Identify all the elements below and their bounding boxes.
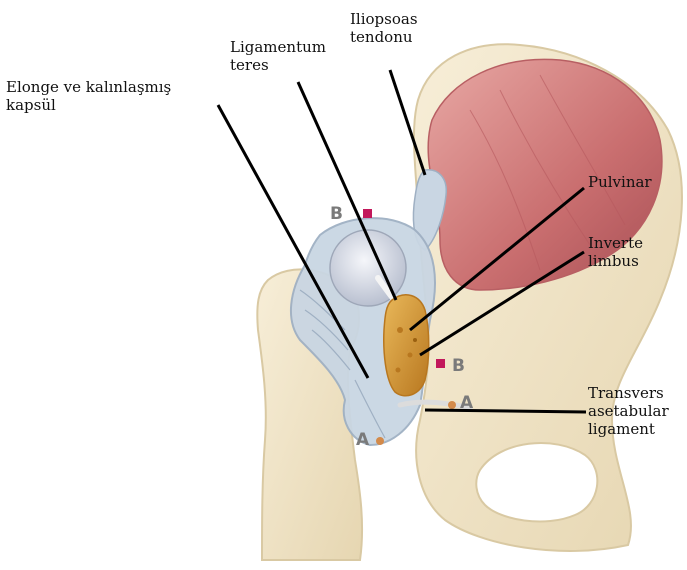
marker-a-left-dot [376,437,384,445]
label-transvers-ligament: Transvers asetabular ligament [588,384,669,438]
label-elonge-line1: Elonge ve kalınlaşmış [6,78,171,96]
marker-b-upper-letter: B [330,205,343,223]
leader-transvers [425,410,586,412]
marker-a-right-letter: A [460,394,473,412]
label-iliopsoas: Iliopsoas tendonu [350,10,418,46]
label-pulvinar-text: Pulvinar [588,173,652,191]
marker-b-lower-square [436,359,445,368]
marker-b-upper-square [363,209,372,218]
label-inverte-limbus: Inverte limbus [588,234,643,270]
label-ligamentum-teres: Ligamentum teres [230,38,326,74]
label-pulvinar: Pulvinar [588,173,652,191]
inverted-limbus [384,295,429,396]
marker-a-right-dot [448,401,456,409]
marker-b-lower-letter: B [452,357,465,375]
label-transvers-line1: Transvers [588,384,669,402]
label-elonge-kapsul: Elonge ve kalınlaşmış kapsül [6,78,171,114]
marker-a-left-letter: A [356,431,369,449]
label-inverte-line2: limbus [588,252,643,270]
label-iliopsoas-line2: tendonu [350,28,418,46]
label-transvers-line2: asetabular [588,402,669,420]
label-ligamentum-line2: teres [230,56,326,74]
label-inverte-line1: Inverte [588,234,643,252]
label-ligamentum-line1: Ligamentum [230,38,326,56]
label-iliopsoas-line1: Iliopsoas [350,10,418,28]
label-elonge-line2: kapsül [6,96,171,114]
label-transvers-line3: ligament [588,420,669,438]
obturator-foramen [476,443,597,522]
